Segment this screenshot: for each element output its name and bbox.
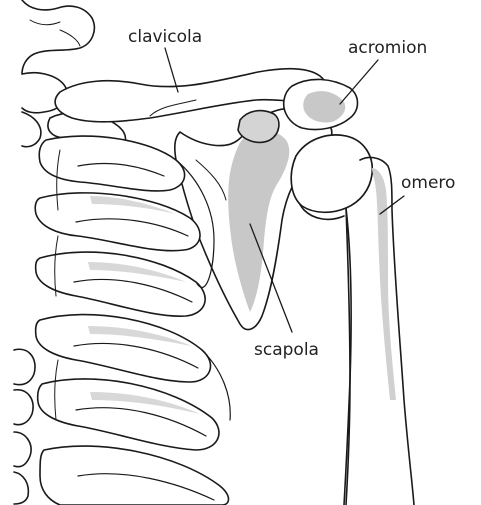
rib-cage (35, 136, 230, 505)
humerus-bone (291, 135, 414, 505)
label-scapola: scapola (254, 342, 319, 359)
clavicola-leader-line (165, 48, 178, 92)
acromion-leader-line (340, 60, 378, 104)
label-acromion: acromion (348, 40, 427, 57)
acromion-bone (284, 79, 358, 129)
label-omero: omero (401, 175, 455, 192)
label-clavicola: clavicola (128, 29, 202, 46)
